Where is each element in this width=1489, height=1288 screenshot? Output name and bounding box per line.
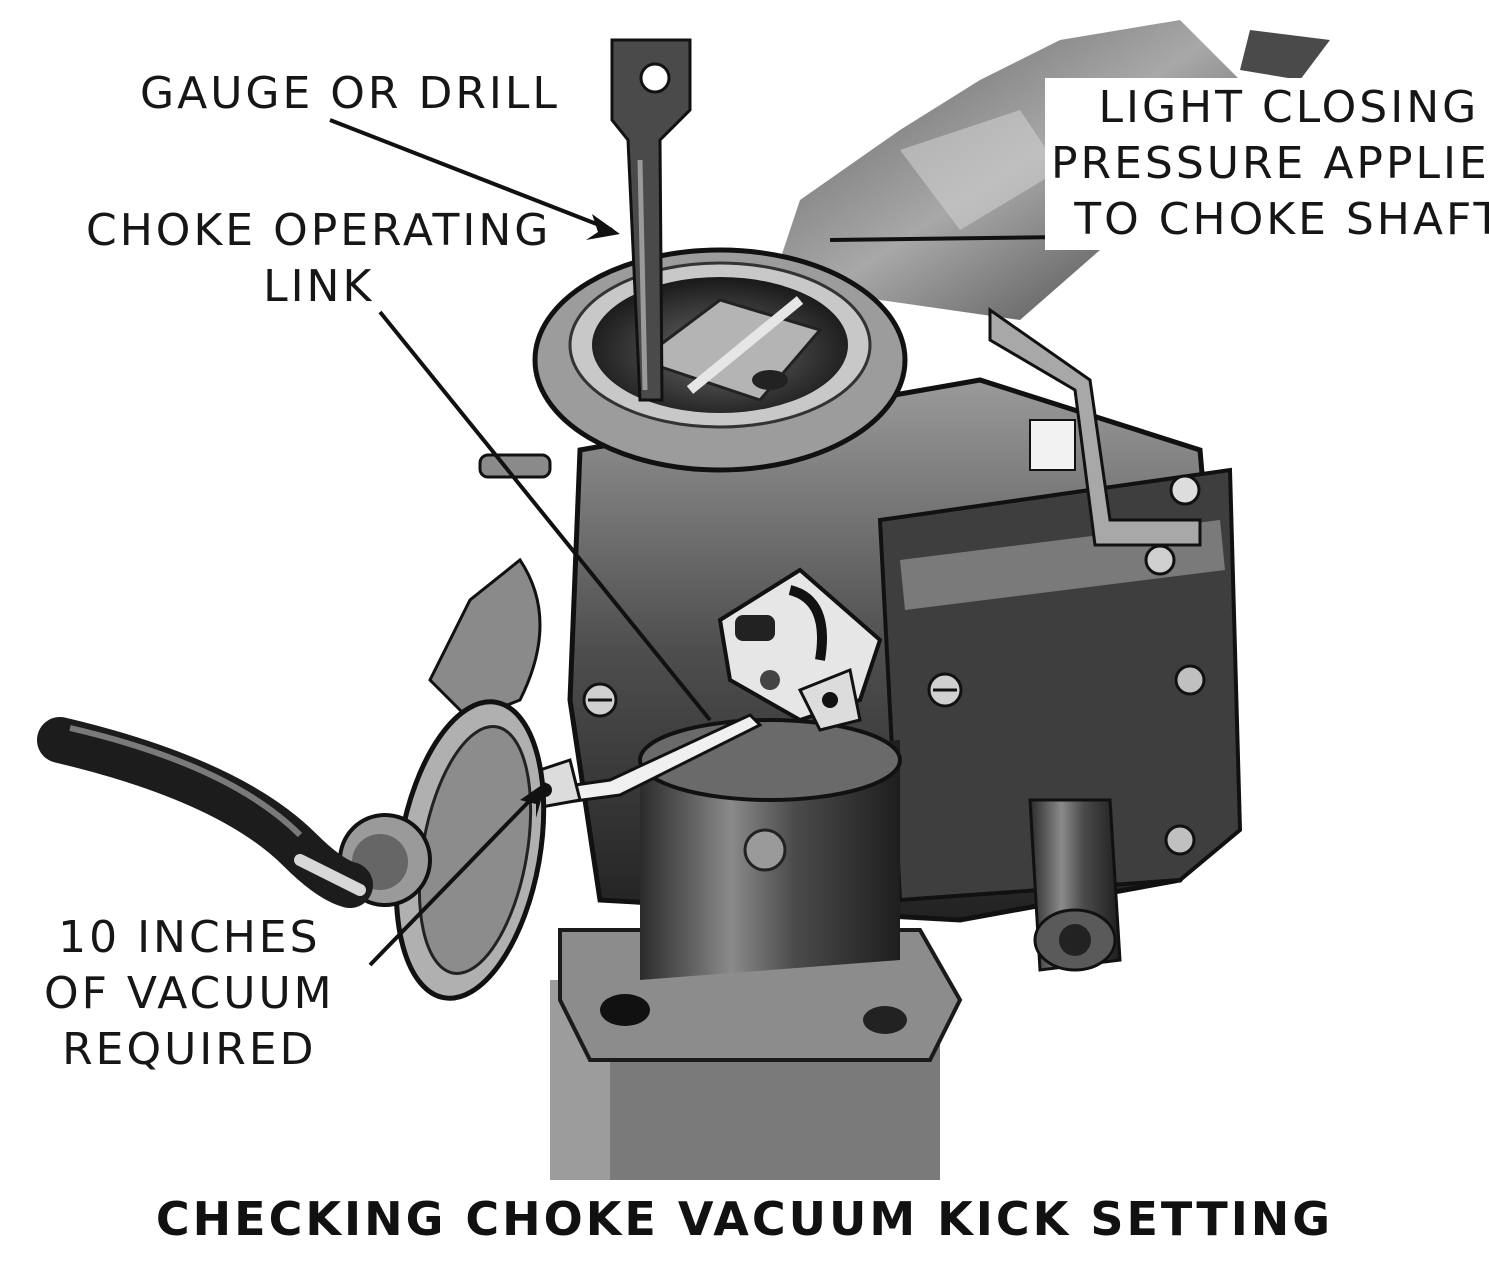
gauge-drill-icon xyxy=(610,38,692,402)
label-vacuum-required: 10 INCHES OF VACUUM REQUIRED xyxy=(44,910,335,1078)
label-choke-link-line-1: CHOKE OPERATING xyxy=(86,205,552,256)
label-vacuum-line-2: OF VACUUM xyxy=(44,968,335,1019)
arrowhead-vacuum xyxy=(520,782,546,818)
label-light-closing-pressure: LIGHT CLOSING PRESSURE APPLIED TO CHOKE … xyxy=(1045,78,1489,250)
leader-vacuum xyxy=(368,788,542,967)
label-vacuum-line-3: REQUIRED xyxy=(62,1024,317,1075)
vent-tube-shape xyxy=(478,453,552,479)
label-choke-link-line-2: LINK xyxy=(263,261,375,312)
figure-caption: CHECKING CHOKE VACUUM KICK SETTING xyxy=(155,1192,1334,1246)
leader-gauge xyxy=(329,118,613,232)
label-light-closing-line-3: TO CHOKE SHAFT xyxy=(1074,194,1489,245)
vacuum-hose-shape xyxy=(37,717,373,908)
label-choke-operating-link: CHOKE OPERATING LINK xyxy=(86,203,551,315)
leader-choke-link xyxy=(378,310,712,722)
label-gauge-or-drill: GAUGE OR DRILL xyxy=(140,66,560,122)
arrowhead-gauge xyxy=(586,214,620,240)
leader-lines xyxy=(329,118,1141,967)
label-light-closing-line-1: LIGHT CLOSING xyxy=(1098,82,1480,133)
fast-idle-cam-shape xyxy=(717,567,883,732)
air-horn-shape xyxy=(532,247,908,473)
base-stand-shape xyxy=(550,928,963,1180)
label-gauge-line-1: GAUGE OR DRILL xyxy=(140,68,560,119)
label-vacuum-line-1: 10 INCHES xyxy=(58,912,321,963)
vacuum-diaphragm-icon xyxy=(338,557,547,1001)
label-light-closing-line-2: PRESSURE APPLIED xyxy=(1051,138,1489,189)
